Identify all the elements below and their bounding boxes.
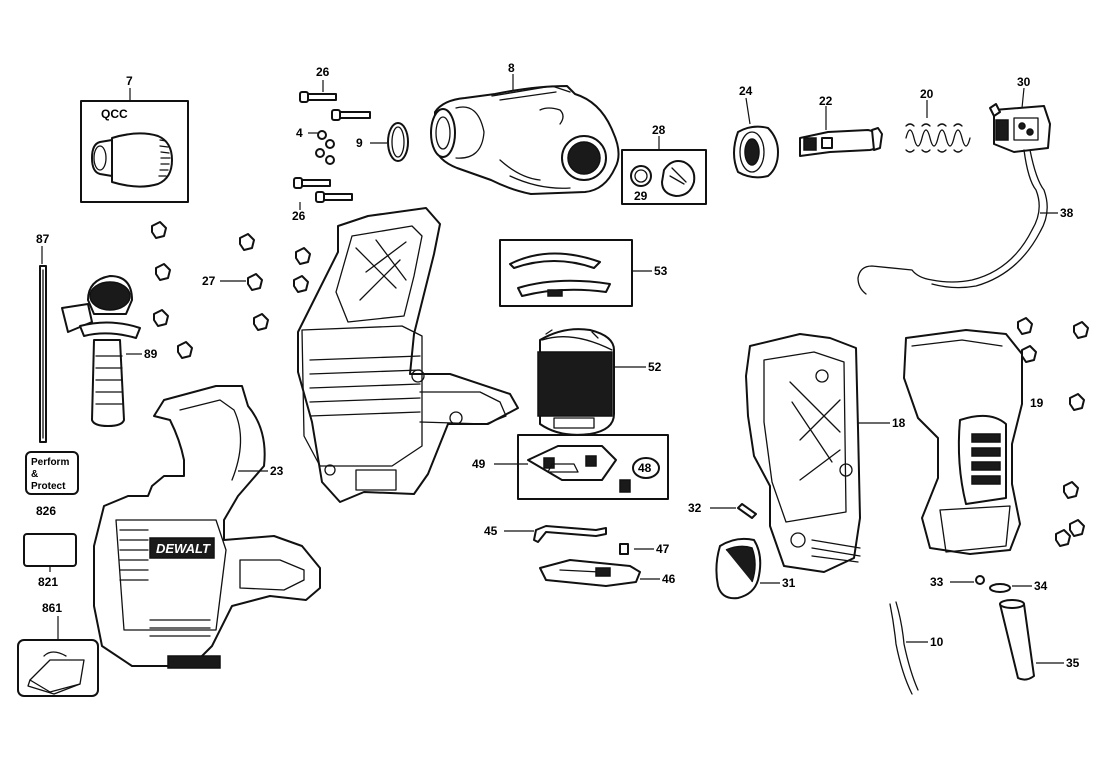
part-52-field-stator: 52 xyxy=(537,328,662,436)
callout-7: 7 xyxy=(126,74,133,88)
part-30-switch: 30 xyxy=(989,75,1051,153)
part-89-side-handle: 89 xyxy=(61,275,158,427)
callout-19: 19 xyxy=(1030,396,1044,410)
part-right-housing-half xyxy=(903,329,1023,555)
callout-49: 49 xyxy=(472,457,486,471)
part-24-bearing-seal: 24 xyxy=(733,84,779,179)
callout-4: 4 xyxy=(296,126,303,140)
callout-33: 33 xyxy=(930,575,944,589)
callout-34: 34 xyxy=(1034,579,1048,593)
callout-861: 861 xyxy=(42,601,62,615)
callout-18: 18 xyxy=(892,416,906,430)
callout-826: 826 xyxy=(36,504,56,518)
callout-38: 38 xyxy=(1060,206,1074,220)
part-18-handle-housing: 18 xyxy=(745,333,906,573)
part-87-depth-rod: 87 xyxy=(36,232,50,443)
part-10-cord: 10 xyxy=(889,601,944,695)
callout-10: 10 xyxy=(930,635,944,649)
part-33-screw: 33 xyxy=(930,575,985,589)
part-821-label: 821 xyxy=(23,533,77,589)
callout-9: 9 xyxy=(356,136,363,150)
part-23-motor-housing: DEWALT 23 xyxy=(93,385,321,669)
callout-47: 47 xyxy=(656,542,670,556)
callout-28: 28 xyxy=(652,123,666,137)
callout-27: 27 xyxy=(202,274,216,288)
part-826-perform-protect-label: Perform & Protect 826 xyxy=(25,451,79,518)
part-19-screws: 19 xyxy=(1017,317,1089,547)
part-861-kit-box: 861 xyxy=(17,601,99,697)
part-20-spring: 20 xyxy=(905,87,971,153)
callout-20: 20 xyxy=(920,87,934,101)
callout-32: 32 xyxy=(688,501,702,515)
callout-26-upper: 26 xyxy=(316,65,330,79)
callout-53: 53 xyxy=(654,264,668,278)
part-35-cord-protector: 35 xyxy=(999,599,1080,681)
callout-31: 31 xyxy=(782,576,796,590)
part-22-spindle: 22 xyxy=(799,94,883,157)
callout-22: 22 xyxy=(819,94,833,108)
part-center-housing-frame xyxy=(297,207,519,503)
part-7-qcc-chuck: 7 QCC xyxy=(80,74,189,203)
part-53-brush-holder: 53 xyxy=(499,239,668,307)
part-8-gear-housing: 8 xyxy=(430,61,620,195)
callout-29: 29 xyxy=(634,189,648,203)
part-32-pin: 32 xyxy=(688,501,757,519)
part-48-capacitor: 48 xyxy=(619,457,660,493)
callout-46: 46 xyxy=(662,572,676,586)
callout-821: 821 xyxy=(38,575,58,589)
callout-52: 52 xyxy=(648,360,662,374)
callout-24: 24 xyxy=(739,84,753,98)
protect-text: Protect xyxy=(31,481,66,492)
part-34-washer: 34 xyxy=(989,579,1048,593)
part-26-screws-upper: 26 xyxy=(299,65,371,121)
callout-26-lower: 26 xyxy=(292,209,306,223)
part-9-o-ring: 9 xyxy=(356,122,409,162)
dewalt-logo: DEWALT xyxy=(156,541,211,556)
part-45-clip: 45 xyxy=(484,524,607,543)
perform-text: Perform xyxy=(31,457,69,468)
part-31-boot: 31 xyxy=(715,537,796,600)
callout-8: 8 xyxy=(508,61,515,75)
callout-48: 48 xyxy=(638,461,652,475)
part-46-trigger-housing: 46 xyxy=(539,559,676,587)
part-38-wiring: 38 xyxy=(857,149,1074,295)
callout-89: 89 xyxy=(144,347,158,361)
part-28-selector-knob: 28 29 xyxy=(621,123,707,205)
part-27-screws: 27 xyxy=(151,221,311,359)
part-47-small-fitting: 47 xyxy=(619,542,670,556)
part-4-balls: 4 xyxy=(296,126,335,165)
callout-23: 23 xyxy=(270,464,284,478)
callout-qcc: QCC xyxy=(101,107,128,121)
callout-30: 30 xyxy=(1017,75,1031,89)
ampersand-text: & xyxy=(31,469,38,480)
callout-35: 35 xyxy=(1066,656,1080,670)
callout-45: 45 xyxy=(484,524,498,538)
part-26-screws-lower: 26 xyxy=(292,177,353,223)
callout-87: 87 xyxy=(36,232,50,246)
